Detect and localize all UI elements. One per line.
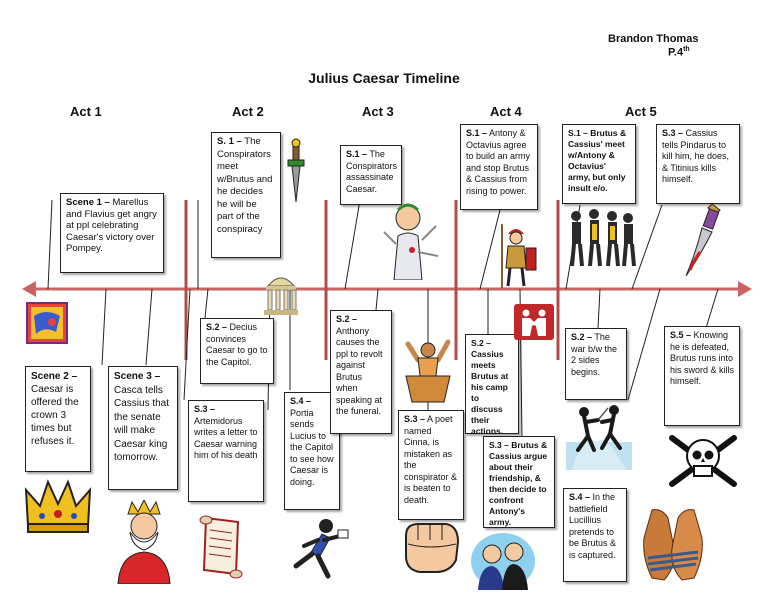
event-text: A poet named Cinna, is mistaken as the c… bbox=[404, 414, 458, 505]
event-act5-scene5: S.5 – Knowing he is defeated, Brutus run… bbox=[664, 326, 740, 426]
fighters-icon bbox=[570, 209, 636, 267]
event-tag: S.2 – bbox=[471, 338, 491, 348]
event-text: The Conspirators assassinate Caesar. bbox=[346, 149, 398, 194]
event-tag: S.1 – bbox=[466, 128, 488, 138]
event-tag: S.3 – bbox=[662, 128, 684, 138]
author-name: Brandon Thomas bbox=[608, 33, 699, 45]
event-act3-scene2: S.2 – Anthony causes the ppl to revolt a… bbox=[330, 310, 392, 434]
event-act3-scene1: S.1 – The Conspirators assassinate Caesa… bbox=[340, 145, 402, 205]
event-text: Caesar is offered the crown 3 times but … bbox=[31, 384, 79, 447]
stabbed-caesar-icon bbox=[383, 203, 439, 280]
event-tag: S.4 – bbox=[569, 492, 591, 502]
event-tag: S.1 – bbox=[346, 149, 368, 159]
event-text: Cassius' meet w/Antony & Octavius' army,… bbox=[568, 139, 626, 193]
event-tag: S.1 – Brutus & bbox=[568, 128, 627, 138]
event-act5-scene3: S.3 – Cassius tells Pindarus to kill him… bbox=[656, 124, 740, 204]
period-sup: th bbox=[683, 46, 690, 53]
event-text: The Conspirators meet w/Brutus and he de… bbox=[217, 136, 273, 235]
event-tag: S.4 – bbox=[290, 396, 312, 406]
author-period: P.4th bbox=[668, 46, 690, 59]
event-text: Casca tells Cassius that the senate will… bbox=[114, 384, 170, 464]
event-tag: S.2 – bbox=[206, 322, 228, 332]
flag-icon bbox=[26, 302, 68, 344]
sword-fighters-icon bbox=[566, 405, 632, 470]
arguing-men-icon bbox=[471, 533, 535, 590]
scroll-icon bbox=[199, 515, 243, 579]
event-text: Marellus and Flavius get angry at ppl ce… bbox=[66, 197, 157, 254]
act-3-header: Act 3 bbox=[362, 104, 394, 119]
event-act5-scene1: S.1 – Brutus & Cassius' meet w/Antony & … bbox=[562, 124, 636, 204]
event-text: In the battlefield Lucillius pretends to… bbox=[569, 492, 617, 560]
act-2-header: Act 2 bbox=[232, 104, 264, 119]
act-5-header: Act 5 bbox=[625, 104, 657, 119]
tied-hands-icon bbox=[643, 509, 703, 581]
event-tag: S.3 – Brutus & bbox=[489, 440, 548, 450]
event-tag: S.2 – bbox=[571, 332, 593, 342]
period-prefix: P.4 bbox=[668, 46, 684, 59]
event-act1-scene3: Scene 3 – Casca tells Cassius that the s… bbox=[108, 366, 178, 490]
temple-icon bbox=[264, 277, 298, 315]
event-text: Portia sends Lucius to the Capitol to se… bbox=[290, 407, 334, 487]
king-icon bbox=[117, 500, 171, 584]
event-tag: Scene 3 – bbox=[114, 371, 161, 382]
act-1-header: Act 1 bbox=[70, 104, 102, 119]
crown-icon bbox=[24, 479, 92, 533]
event-text: Cassius meets Brutus at his camp to disc… bbox=[471, 349, 509, 436]
event-act1-scene2: Scene 2 – Caesar is offered the crown 3 … bbox=[25, 366, 91, 472]
event-act5-scene2: S.2 – The war b/w the 2 sides begins. bbox=[565, 328, 627, 400]
event-text: Cassius argue about their friendship, & … bbox=[489, 451, 548, 527]
skull-icon bbox=[669, 435, 737, 487]
act-4-header: Act 4 bbox=[490, 104, 522, 119]
event-tag: S.5 – bbox=[670, 330, 692, 340]
event-text: Decius convinces Caesar to go to the Cap… bbox=[206, 322, 268, 367]
event-tag: Scene 2 – bbox=[31, 371, 78, 382]
event-text: Cassius tells Pindarus to kill him, he d… bbox=[662, 128, 730, 184]
event-text: Anthony causes the ppl to revolt against… bbox=[336, 325, 383, 417]
event-act5-scene4: S.4 – In the battlefield Lucillius prete… bbox=[563, 488, 627, 582]
event-tag: S.3 – bbox=[404, 414, 426, 424]
event-act3-scene3: S.3 – A poet named Cinna, is mistaken as… bbox=[398, 410, 464, 520]
event-act4-scene1: S.1 – Antony & Octavius agree to build a… bbox=[460, 124, 538, 210]
dagger-icon bbox=[287, 138, 305, 203]
event-text: Knowing he is defeated, Brutus runs into… bbox=[670, 330, 735, 386]
event-act2-scene1: S. 1 – The Conspirators meet w/Brutus an… bbox=[211, 132, 281, 258]
event-act4-scene3: S.3 – Brutus & Cassius argue about their… bbox=[483, 436, 555, 528]
event-text: Antony & Octavius agree to build an army… bbox=[466, 128, 531, 196]
soldier-icon bbox=[501, 224, 537, 288]
runner-icon bbox=[293, 519, 349, 579]
event-act2-scene3: S.3 – Artemidorus writes a letter to Cae… bbox=[188, 400, 264, 502]
event-text: Artemidorus writes a letter to Caesar wa… bbox=[194, 415, 258, 461]
event-text: The war b/w the 2 sides begins. bbox=[571, 332, 618, 377]
event-tag: S. 1 – bbox=[217, 136, 242, 147]
event-tag: S.3 – bbox=[194, 404, 216, 414]
event-act1-scene1: Scene 1 – Marellus and Flavius get angry… bbox=[60, 193, 164, 273]
event-tag: S.2 – bbox=[336, 314, 358, 324]
curved-dagger-icon bbox=[685, 203, 721, 277]
event-tag: Scene 1 – bbox=[66, 197, 110, 208]
orator-icon bbox=[405, 339, 451, 403]
page-title: Julius Caesar Timeline bbox=[308, 70, 460, 86]
fist-icon bbox=[405, 523, 460, 573]
event-act4-scene2: S.2 – Cassius meets Brutus at his camp t… bbox=[465, 334, 519, 436]
handshake-icon bbox=[514, 304, 554, 340]
event-act2-scene2: S.2 – Decius convinces Caesar to go to t… bbox=[200, 318, 274, 384]
